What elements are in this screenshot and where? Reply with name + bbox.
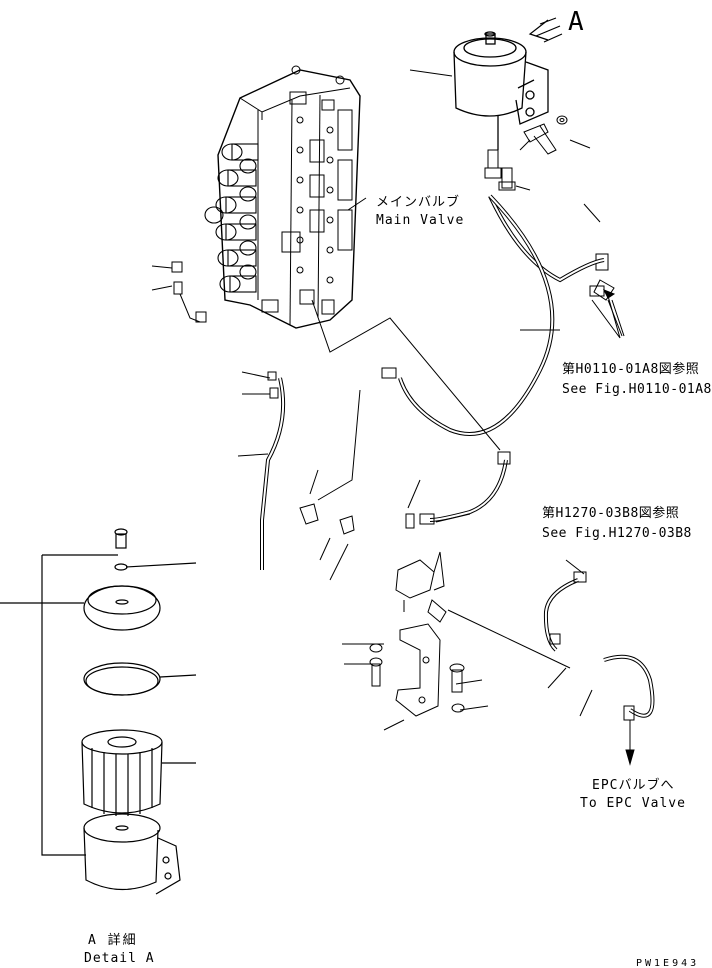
main-valve-drawing: [204, 65, 361, 329]
ref-1-label-en: See Fig.H0110-01A8: [562, 382, 712, 397]
detail-label-jp: A 詳細: [88, 932, 138, 948]
drawing-code: PW1E943: [636, 958, 699, 968]
epc-label-jp: EPCバルブへ: [592, 777, 674, 793]
view-arrow: [528, 17, 563, 43]
detail-label-en: Detail A: [84, 951, 155, 966]
fittings-drawing: [484, 149, 615, 301]
hoses-drawing: [260, 194, 655, 721]
ref-1-label-jp: 第H0110-01A8図参照: [562, 361, 699, 377]
main-valve-label-jp: メインバルブ: [376, 194, 460, 210]
accumulator-drawing: [453, 31, 549, 150]
view-marker: A: [568, 7, 584, 37]
bracket-drawing: [369, 623, 465, 717]
ref-2-label-jp: 第H1270-03B8図参照: [542, 505, 679, 521]
ref-2-label-en: See Fig.H1270-03B8: [542, 526, 692, 541]
bolt-drawing: [523, 115, 568, 155]
arrow-down-icon: [625, 720, 635, 766]
epc-label-en: To EPC Valve: [580, 796, 686, 811]
small-fittings: [171, 261, 605, 399]
manifold-drawing: [299, 503, 447, 623]
arrow-icon: [591, 289, 625, 339]
main-valve-label-en: Main Valve: [376, 213, 464, 228]
detail-a-drawing: [0, 528, 197, 895]
